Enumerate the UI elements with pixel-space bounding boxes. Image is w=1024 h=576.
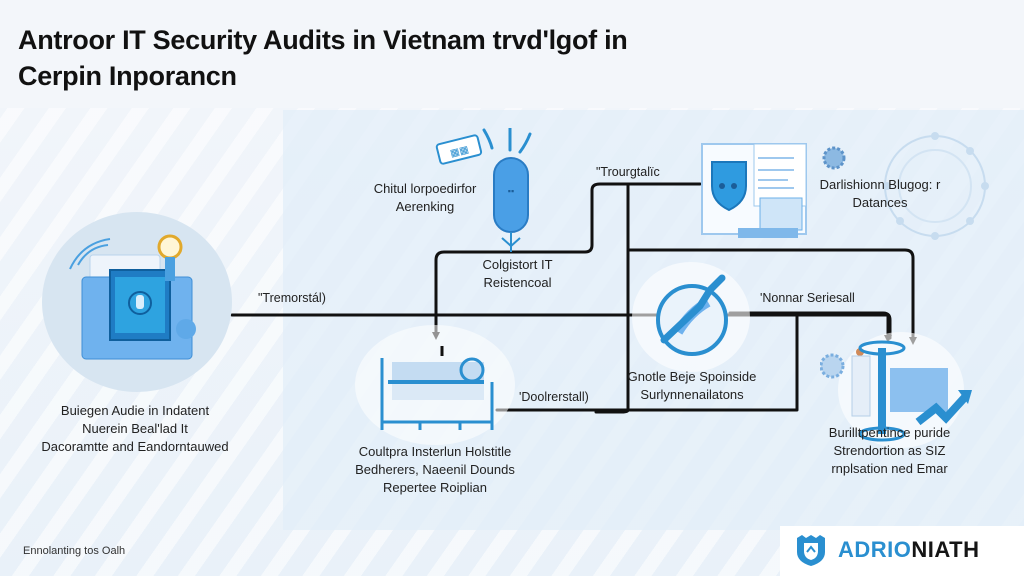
network-gear-icon[interactable] — [815, 128, 1015, 248]
wire-top-loop — [434, 182, 702, 337]
wire-right-mid — [728, 311, 892, 340]
page-title: Antroor IT Security Audits in Vietnam tr… — [18, 22, 738, 94]
title-line-2: Cerpin Inporancn — [18, 61, 237, 91]
label-line: Bedherers, Naeenil Dounds — [355, 462, 515, 477]
node-bottom-center-label: Coultpra Insterlun Holstitle Bedherers, … — [345, 443, 525, 497]
label-line: Buiegen Audie in Indatent — [60, 403, 210, 418]
node-left-main-label: Buiegen Audie in Indatent Nuerein Beal'l… — [30, 402, 240, 456]
label-line: Gnotle Beje Spoinside — [627, 369, 757, 384]
label-line: Datances — [852, 195, 908, 210]
label-line: Burilltpentince puride — [828, 425, 951, 440]
wrench-globe-icon — [656, 274, 728, 356]
node-mid-right-label: Gnotle Beje Spoinside Surlynnenailatons — [612, 368, 772, 404]
wire-left-to-right — [230, 313, 890, 337]
svg-text:▦▦: ▦▦ — [449, 144, 470, 159]
computer-security-icon — [69, 234, 196, 360]
connector-label-2: "Trourgtalïc — [596, 165, 660, 179]
label-line: Aerenking — [395, 199, 455, 214]
label-line: Dacoramtte and Eandorntauwed — [41, 439, 229, 454]
brand-name-part1: ADRIO — [838, 537, 912, 562]
node-bottom-right-label: Burilltpentince puride Strendortion as S… — [802, 424, 977, 478]
connector-label-1: "Tremorstál) — [258, 291, 326, 305]
label-line: rnplsation ned Emar — [831, 461, 948, 476]
brand-name: ADRIONIATH — [838, 537, 979, 563]
label-line: Coultpra Insterlun Holstitle — [358, 444, 512, 459]
analytics-chart-icon — [820, 340, 972, 442]
label-line: Reistencoal — [483, 275, 552, 290]
node-top-center-label: Chitul lorpoedirfor Aerenking — [360, 180, 490, 216]
wire-bottom — [495, 313, 799, 412]
shield-logo-icon — [797, 535, 825, 566]
shield-document-icon[interactable] — [698, 140, 818, 245]
wire-right-top — [626, 248, 915, 342]
brand-name-part2: NIATH — [911, 537, 980, 562]
label-line: Strendortion as SIZ — [833, 443, 946, 458]
brand-logo[interactable]: ADRIONIATH — [780, 526, 1024, 576]
label-line: Nuerein Beal'lad It — [82, 421, 188, 436]
label-line: Colgistort IT — [482, 257, 553, 272]
title-line-1: Antroor IT Security Audits in Vietnam tr… — [18, 25, 628, 55]
svg-text:▪▪: ▪▪ — [508, 186, 514, 196]
label-line: Repertee Roiplian — [382, 480, 488, 495]
label-line: Surlynnenailatons — [640, 387, 744, 402]
node-center-mid-label: Colgistort IT Reistencoal — [455, 256, 580, 292]
connector-label-4: 'Doolrerstall) — [519, 390, 589, 404]
header-band — [0, 0, 1024, 108]
label-line: Darlishionn Blugog: r — [819, 177, 941, 192]
label-line: Chitul lorpoedirfor — [373, 181, 477, 196]
node-top-right-label: Darlishionn Blugog: r Datances — [810, 176, 950, 212]
capsule-device-icon[interactable]: ▦▦ ▪▪ — [432, 128, 542, 258]
footer-caption: Ennolanting tos Oalh — [23, 545, 126, 557]
connector-label-3: 'Nonnar Seriesall — [760, 291, 855, 305]
server-rack-icon — [380, 346, 494, 430]
